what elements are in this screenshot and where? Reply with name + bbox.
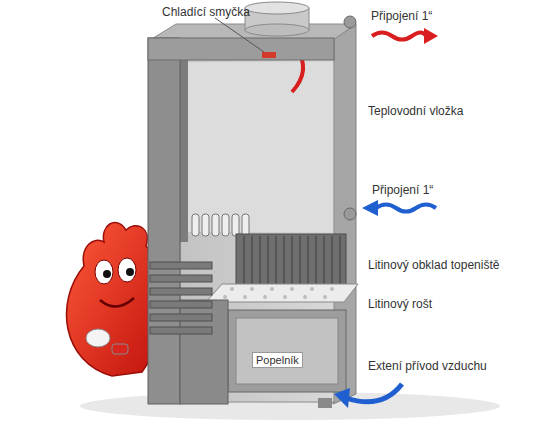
cooling-loop [262, 52, 276, 58]
grate-hole [250, 287, 254, 291]
part-label: Popelník [252, 352, 303, 368]
top-beam [148, 38, 334, 60]
foot [318, 398, 332, 408]
mascot-eye [95, 260, 113, 284]
grate-hole [290, 287, 294, 291]
air-fin [222, 214, 229, 236]
mascot-pupil [103, 270, 111, 278]
part-label: Extení přívod vzduchu [368, 359, 487, 373]
pipe-connection [344, 208, 356, 220]
grate-hole [330, 287, 334, 291]
air-fin [202, 214, 209, 236]
arrow-head [334, 388, 350, 408]
mascot-mouth [100, 298, 134, 307]
hot-water-arrow [372, 33, 426, 40]
firebox-interior [186, 62, 332, 232]
air-fin [232, 214, 239, 236]
mascot-sleeve [112, 344, 128, 354]
air-fin [192, 214, 199, 236]
part-label: Chladící smyčka [162, 5, 250, 19]
louver [150, 262, 212, 269]
louvers [150, 262, 212, 334]
flue-pipe-base [245, 24, 309, 36]
grate-hole [310, 287, 314, 291]
pipe-connection [344, 16, 356, 28]
grate-hole [263, 295, 267, 299]
grate-hole [223, 295, 227, 299]
mascot-pupil [126, 268, 134, 276]
inner-frame [180, 60, 188, 242]
cast-iron-lining [236, 234, 346, 288]
grate-hole [243, 295, 247, 299]
mascot-eye [118, 258, 136, 282]
grate-hole [270, 287, 274, 291]
louver [150, 275, 212, 282]
arrow-head [424, 28, 438, 44]
grate-hole [283, 295, 287, 299]
front-frame [148, 38, 180, 404]
air-fin [212, 214, 219, 236]
leader-line [215, 18, 264, 52]
grate-hole [323, 295, 327, 299]
grate-hole [230, 287, 234, 291]
ash-pan-interior [236, 318, 338, 384]
air-fins [192, 214, 249, 236]
louver [150, 314, 212, 321]
arrow-head [362, 200, 378, 216]
mascot-glove [86, 329, 110, 347]
part-label: Připojení 1“ [372, 183, 433, 197]
lining-ribs [244, 236, 340, 286]
air-fin [242, 214, 249, 236]
louver [150, 288, 212, 295]
cast-iron-grate [206, 284, 358, 302]
flue-pipe-top [245, 2, 309, 14]
air-intake-arrow [346, 384, 402, 402]
ash-pan [228, 310, 346, 392]
part-label: Litinový rošt [368, 297, 432, 311]
louver [150, 301, 212, 308]
part-label: Připojení 1“ [371, 9, 432, 23]
part-label: Teplovodní vložka [368, 104, 463, 118]
grate-holes [223, 287, 334, 299]
part-label: Litinový obklad topeniště [368, 258, 499, 272]
louver [150, 327, 212, 334]
return-water-arrow [376, 205, 436, 212]
grate-hole [303, 295, 307, 299]
